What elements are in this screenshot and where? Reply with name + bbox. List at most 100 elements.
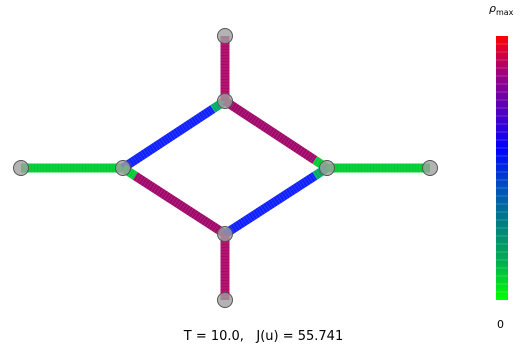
edge-cell: [135, 173, 141, 182]
edge-cell: [215, 101, 222, 110]
colorbar-min-label: 0: [497, 318, 504, 331]
edge-cell: [247, 213, 253, 222]
edge-cell: [178, 201, 184, 210]
edge-cell: [142, 149, 149, 158]
edge-cell: [160, 190, 166, 199]
edge-cell: [237, 106, 243, 115]
edge-cell: [289, 141, 296, 150]
node-center-top: [217, 93, 233, 109]
edge-cell: [267, 200, 274, 209]
edge-west-centerbottom: [120, 164, 228, 238]
edge-cell: [165, 193, 172, 202]
edge-cell: [305, 151, 311, 160]
edge-cell: [205, 108, 211, 116]
edge-cell: [195, 114, 201, 123]
edge-centertop-east: [222, 97, 330, 172]
edge-cell: [229, 102, 236, 110]
edge-cell: [188, 208, 194, 216]
edge-cell: [158, 188, 164, 197]
edge-segment: [222, 97, 318, 164]
edge-cell: [148, 181, 154, 190]
edge-cell: [260, 205, 266, 214]
edge-cell: [234, 105, 241, 114]
edge-cell: [269, 128, 276, 137]
edge-cell: [175, 127, 181, 136]
edge-cell: [255, 208, 261, 217]
edge-cell: [290, 186, 296, 194]
edge-cell: [285, 189, 291, 198]
edge-cell: [152, 142, 159, 151]
edge-cell: [153, 185, 159, 194]
edge-cell: [137, 175, 144, 184]
edge-cell: [302, 177, 309, 186]
edge-cell: [300, 179, 306, 188]
edge-top-centertop: [220, 36, 230, 101]
edge-cell: [277, 133, 283, 142]
edge-cell: [150, 144, 156, 153]
nodes-layer: [13, 28, 438, 308]
edge-cell: [275, 195, 281, 204]
edge-cell: [208, 221, 214, 229]
edge-cell: [315, 169, 321, 178]
edge-cell: [272, 130, 278, 138]
edge-cell: [200, 111, 206, 120]
edge-cell: [307, 153, 313, 161]
edge-cell: [229, 225, 236, 234]
node-left: [13, 160, 29, 176]
edge-cell: [294, 144, 301, 153]
edge-cell: [157, 139, 164, 148]
edge-cell: [262, 123, 268, 132]
edge-cell: [282, 136, 288, 145]
edge-cell: [272, 197, 279, 206]
edge-cell: [292, 143, 298, 152]
edge-cell: [130, 157, 136, 166]
edge-cell: [175, 199, 182, 208]
edge-cell: [185, 206, 192, 215]
edge-cell: [190, 117, 196, 126]
edge-cell: [193, 211, 199, 220]
edge-cell: [130, 170, 136, 179]
edge-cell: [203, 109, 209, 118]
edge-cell: [190, 209, 197, 218]
edge-cell: [210, 104, 216, 113]
edge-cell: [305, 176, 311, 185]
edge-cell: [145, 180, 151, 189]
edge-cell: [252, 210, 258, 219]
edge-cell: [292, 184, 299, 193]
edge-cell: [200, 216, 207, 225]
edge-west-centertop: [120, 97, 228, 172]
edge-cell: [182, 122, 189, 131]
edge-cell: [277, 194, 284, 203]
edge-segment: [132, 172, 228, 238]
edge-segment: [120, 105, 216, 172]
edge-cell: [239, 108, 246, 117]
edge-cell: [282, 190, 289, 199]
edge-cell: [142, 178, 149, 187]
edge-cell: [239, 218, 246, 227]
edge-cell: [279, 134, 286, 143]
edge-cell: [127, 159, 134, 167]
edge-cell: [310, 173, 316, 181]
edge-cell: [185, 121, 191, 130]
edge-cell: [250, 212, 256, 221]
edge-cell: [254, 118, 261, 127]
colorbar: [496, 36, 508, 300]
edge-cell: [177, 126, 184, 135]
edge-cell: [170, 196, 177, 205]
edge-cell: [280, 192, 286, 201]
edge-cell: [242, 110, 248, 119]
edge-left-west: [21, 163, 123, 173]
edge-cell: [165, 134, 171, 143]
edge-cell: [127, 168, 134, 177]
edge-cell: [297, 146, 303, 155]
edge-cell: [187, 119, 194, 128]
objective-label: J(u) = 55.741: [256, 329, 344, 344]
edge-cell: [307, 174, 314, 183]
edge-cell: [232, 103, 238, 112]
edges-layer: [21, 36, 430, 300]
edge-cell: [315, 158, 321, 166]
edge-cell: [155, 186, 161, 195]
edge-cell: [257, 207, 263, 216]
node-west: [115, 160, 131, 176]
